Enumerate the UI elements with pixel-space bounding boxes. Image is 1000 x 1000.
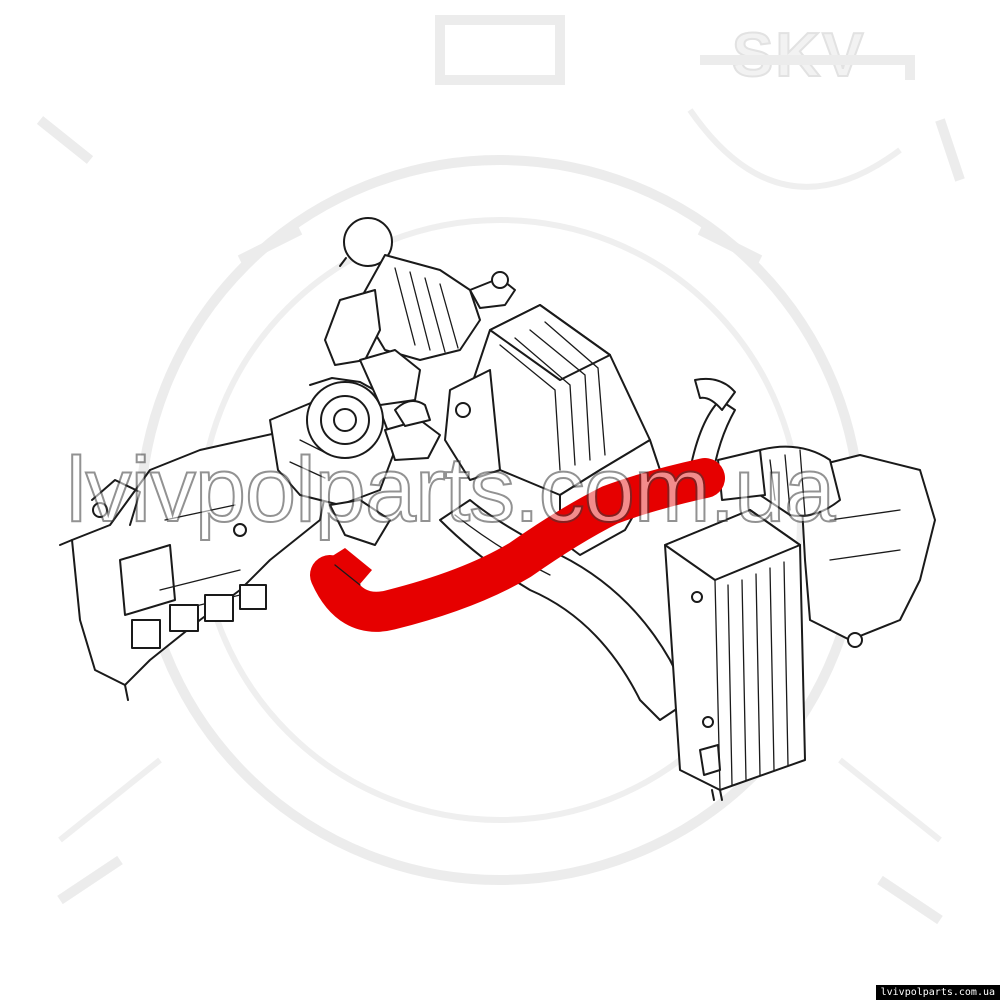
highlighted-intercooler-hose	[310, 458, 725, 632]
footer-credit-link[interactable]: lvivpolparts.com.ua	[875, 985, 1000, 1000]
resonator	[717, 445, 936, 648]
air-intake-duct	[324, 217, 516, 406]
intake-manifold	[59, 429, 331, 701]
turbocharger	[269, 377, 441, 546]
intercooler	[664, 377, 806, 801]
